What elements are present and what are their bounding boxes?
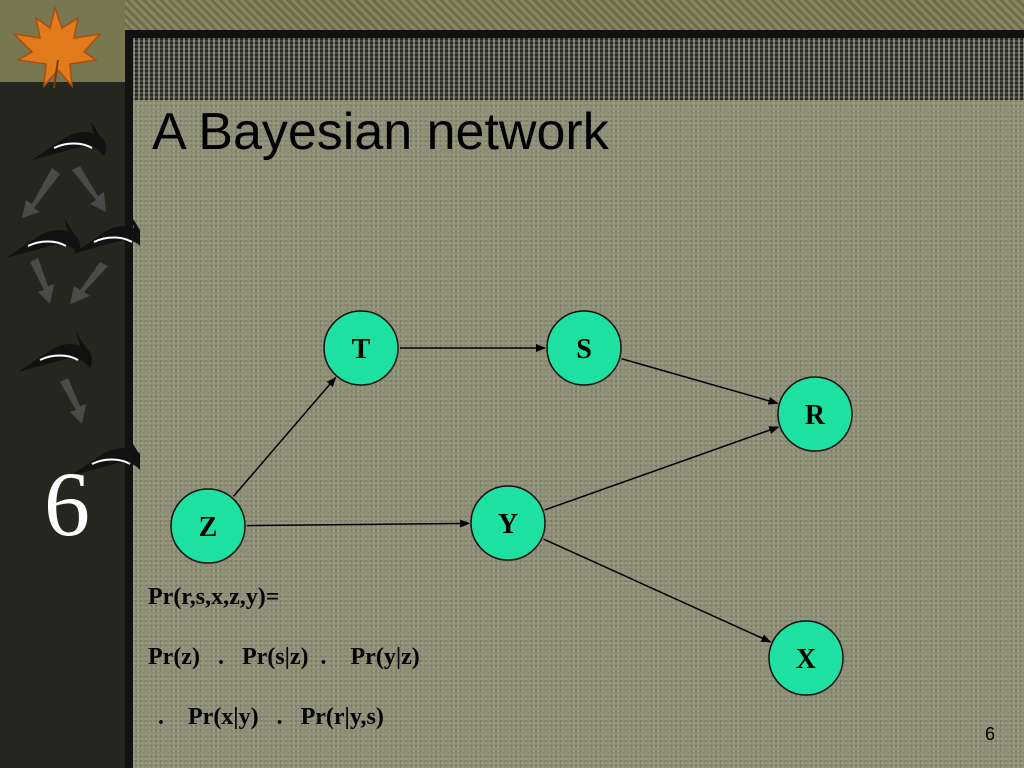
node-label: Y	[498, 509, 518, 540]
node-label: S	[576, 334, 592, 365]
node-circle	[768, 620, 844, 696]
marlin-fish-icon	[32, 120, 107, 160]
marlin-fish-icon	[72, 214, 140, 254]
sidebar-divider	[125, 30, 133, 768]
section-number: 6	[44, 453, 90, 555]
node-t: T	[323, 310, 399, 386]
maple-leaf-icon	[11, 5, 102, 89]
node-circle	[170, 488, 246, 564]
top-band	[125, 0, 1024, 30]
flow-arrows	[22, 166, 108, 424]
header-texture-band	[133, 38, 1024, 100]
header-divider	[125, 30, 1024, 38]
formula-line-3: . Pr(x|y) . Pr(r|y,s)	[158, 704, 384, 730]
node-r: R	[777, 376, 853, 452]
node-circle	[546, 310, 622, 386]
marlin-fish-icon	[18, 332, 93, 372]
marlin-fish-icon	[6, 218, 81, 258]
node-z: Z	[170, 488, 246, 564]
slide-content-area	[133, 38, 1024, 768]
node-label: Z	[199, 512, 218, 543]
node-x: X	[768, 620, 844, 696]
node-circle	[470, 485, 546, 561]
edge-s-r	[621, 357, 779, 405]
edge-y-x	[543, 538, 772, 643]
node-s: S	[546, 310, 622, 386]
node-y: Y	[470, 485, 546, 561]
node-label: X	[796, 644, 816, 675]
formula-line-2: Pr(z) . Pr(s|z) . Pr(y|z)	[148, 644, 420, 670]
formula-line-1: Pr(r,s,x,z,y)=	[148, 584, 280, 610]
edge-z-y	[246, 519, 471, 528]
sidebar-decorations	[6, 5, 140, 476]
node-circle	[777, 376, 853, 452]
nodes: T S R Z Y X	[170, 310, 853, 696]
edge-y-r	[544, 426, 780, 511]
node-circle	[323, 310, 399, 386]
slide-title: A Bayesian network	[152, 103, 609, 161]
edges	[232, 344, 780, 643]
page-number: 6	[985, 724, 996, 744]
node-label: R	[805, 400, 826, 431]
edge-z-t	[232, 376, 337, 497]
marlin-fish-icon	[70, 436, 140, 476]
node-label: T	[352, 334, 371, 365]
